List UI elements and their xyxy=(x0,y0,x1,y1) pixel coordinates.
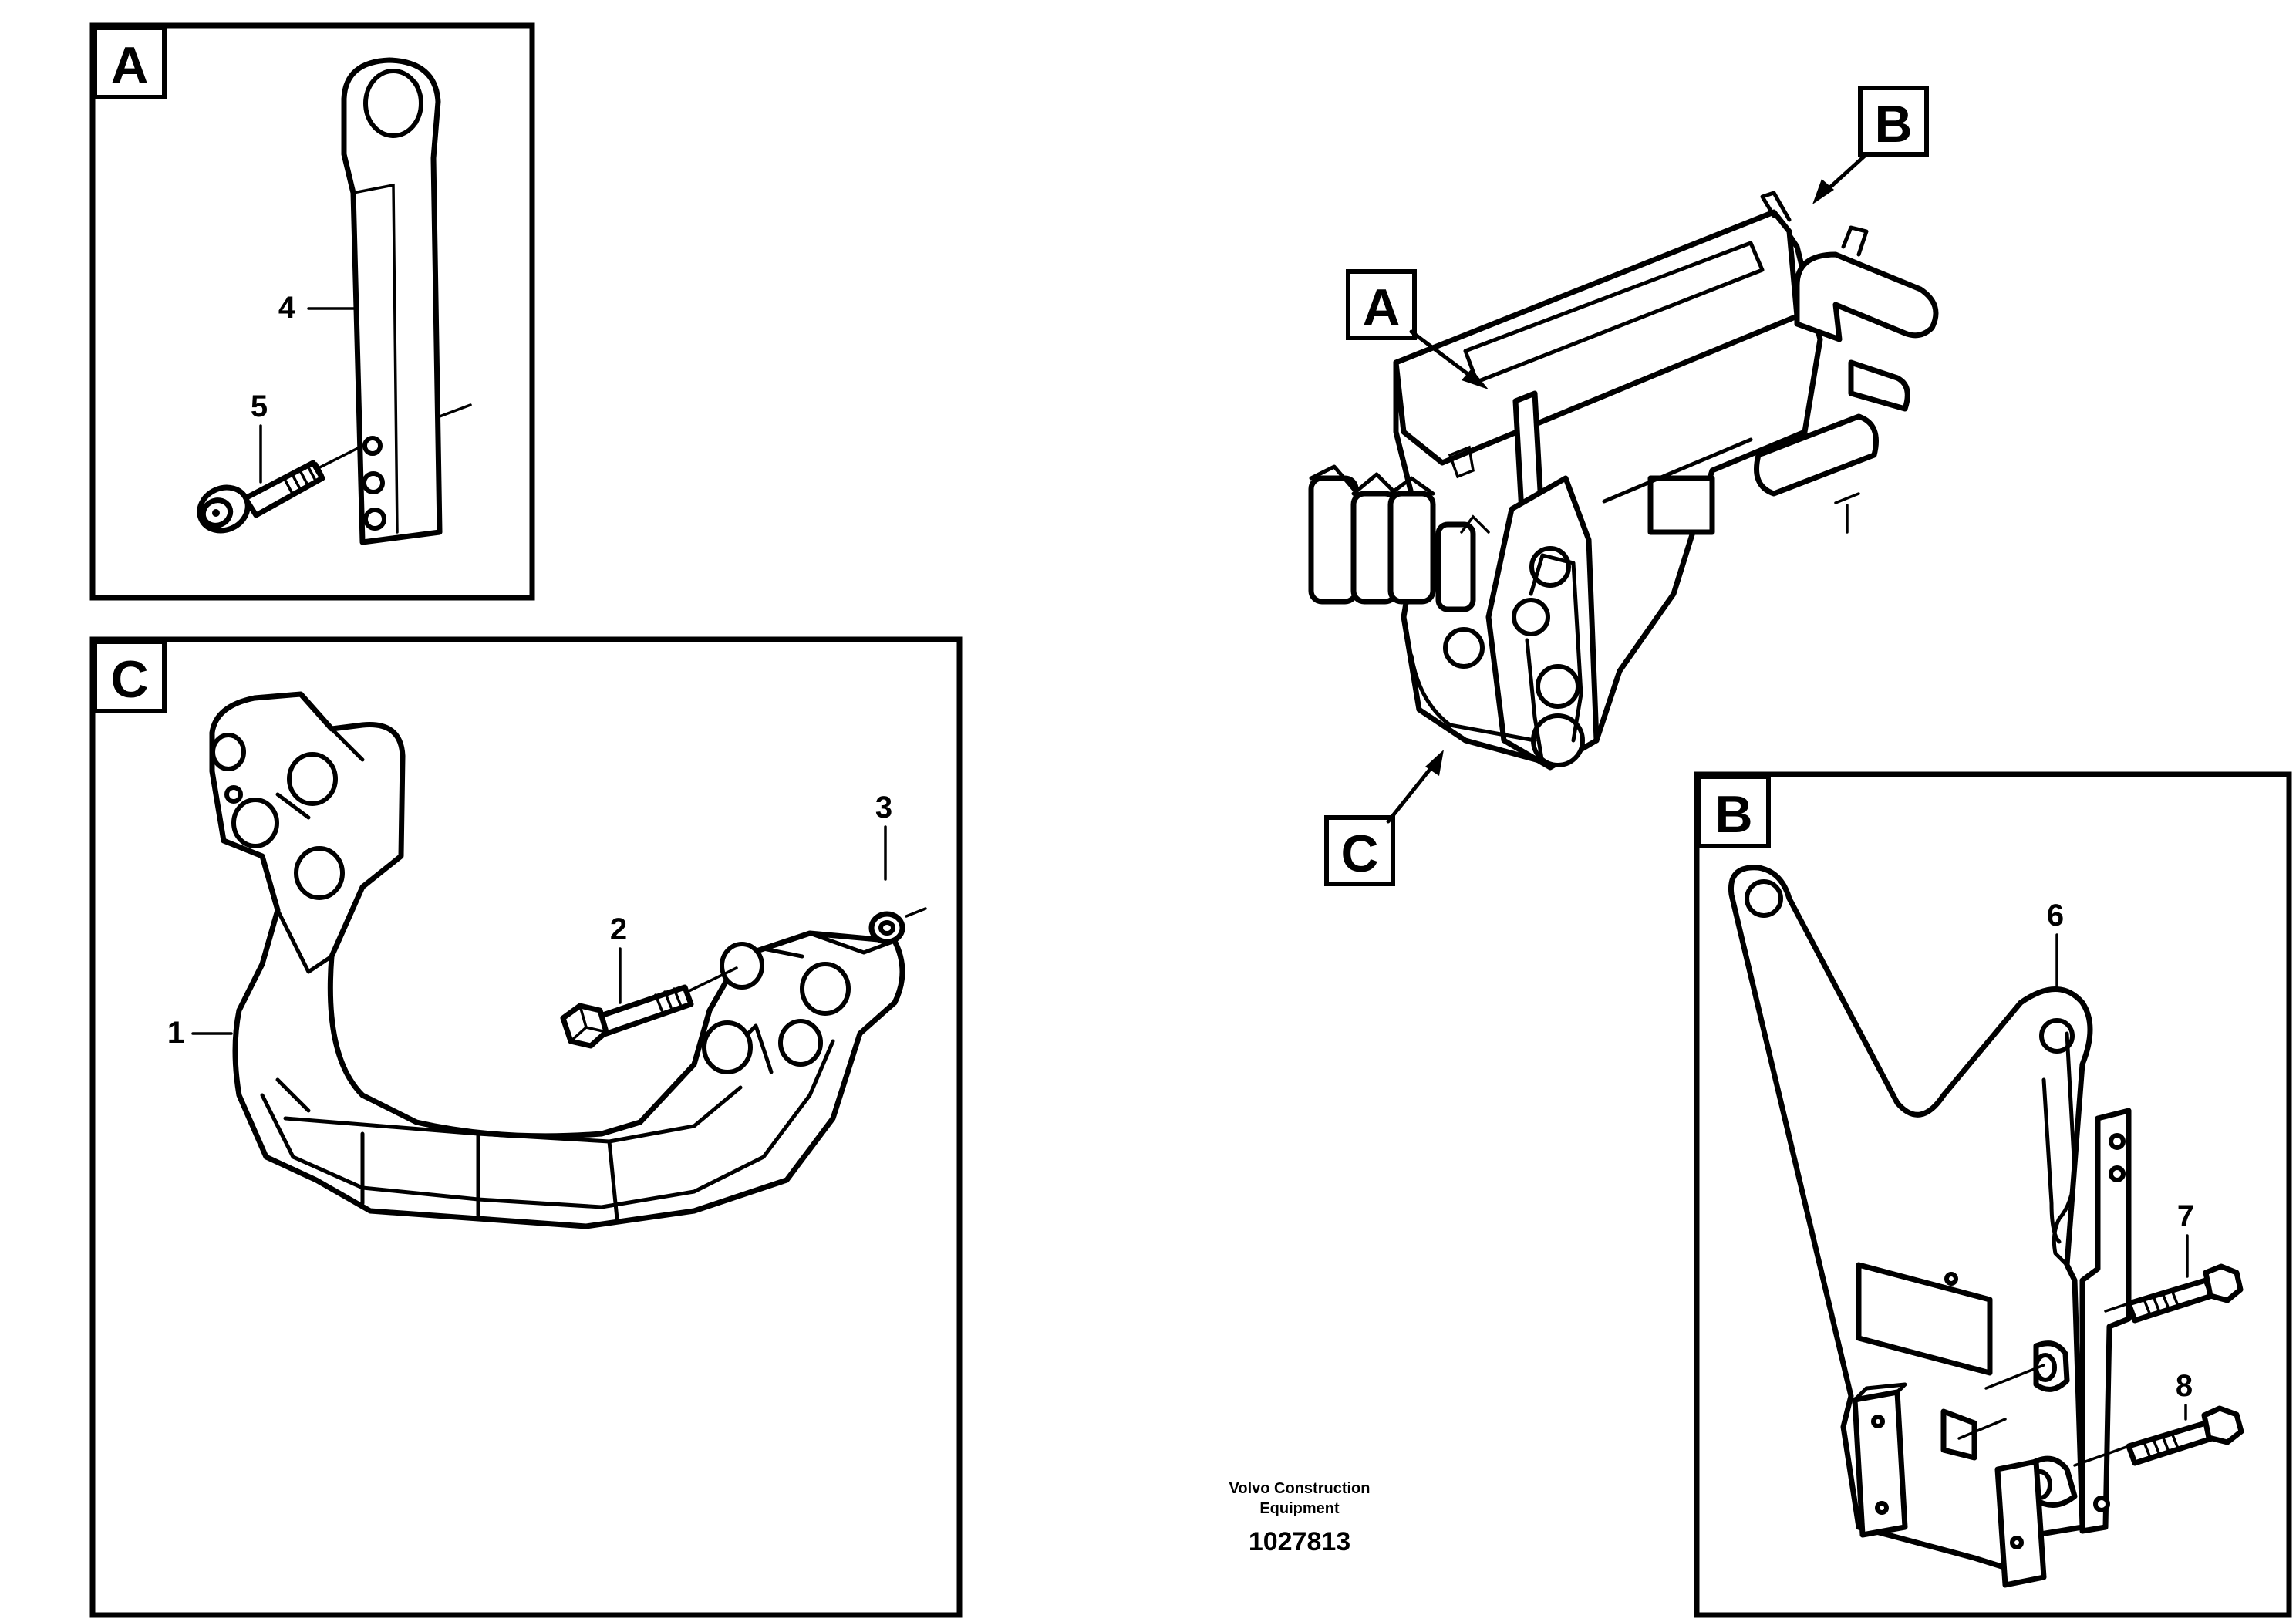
panel-b-frame xyxy=(1694,771,2292,1618)
overview-tag-c-group: C xyxy=(1324,750,1444,886)
credit-line-1: Volvo Construction xyxy=(1229,1480,1371,1497)
washer xyxy=(868,907,927,945)
overview-tag-a: A xyxy=(1362,278,1400,337)
panel-b-tag: B xyxy=(1714,785,1752,844)
panel-a: A 4 5 xyxy=(89,22,535,601)
callout-4: 4 xyxy=(278,291,296,325)
callout-7: 7 xyxy=(2177,1199,2194,1233)
overview-tag-b-group: B xyxy=(1812,86,1929,204)
panel-b: B xyxy=(1694,771,2292,1618)
panel-a-tag: A xyxy=(110,36,148,95)
panel-c-frame xyxy=(89,636,963,1618)
engine-overview xyxy=(1308,191,1939,771)
fuel-filters xyxy=(1308,464,1476,612)
callout-6: 6 xyxy=(2047,899,2064,932)
callout-3: 3 xyxy=(875,791,892,824)
panel-c: C xyxy=(89,636,963,1618)
panel-a-frame xyxy=(89,22,535,601)
bolt-8 xyxy=(2073,1405,2244,1467)
flange-bolt xyxy=(560,966,738,1049)
lifting-arm xyxy=(341,57,472,545)
credit-line-2: Equipment xyxy=(1259,1500,1340,1517)
callout-8: 8 xyxy=(2176,1369,2193,1403)
panel-b-tag-box xyxy=(1697,774,1771,848)
panel-c-tag-box xyxy=(93,639,167,713)
cap-screw xyxy=(197,444,364,534)
overview-tag-c: C xyxy=(1340,824,1378,883)
overview-tag-a-group: A xyxy=(1346,269,1489,389)
overview-tag-b: B xyxy=(1874,95,1912,153)
callout-1: 1 xyxy=(167,1016,184,1050)
drawing-number: 1027813 xyxy=(1249,1527,1350,1556)
credit-block: Volvo Construction Equipment 1027813 xyxy=(1229,1480,1371,1556)
engine-mount-bracket xyxy=(209,691,905,1229)
panel-c-tag: C xyxy=(110,650,148,709)
callout-2: 2 xyxy=(610,912,627,946)
panel-a-tag-box xyxy=(93,25,167,99)
bolt-7 xyxy=(2104,1263,2244,1324)
mounting-plate xyxy=(1728,865,2132,1588)
callout-5: 5 xyxy=(251,389,268,423)
